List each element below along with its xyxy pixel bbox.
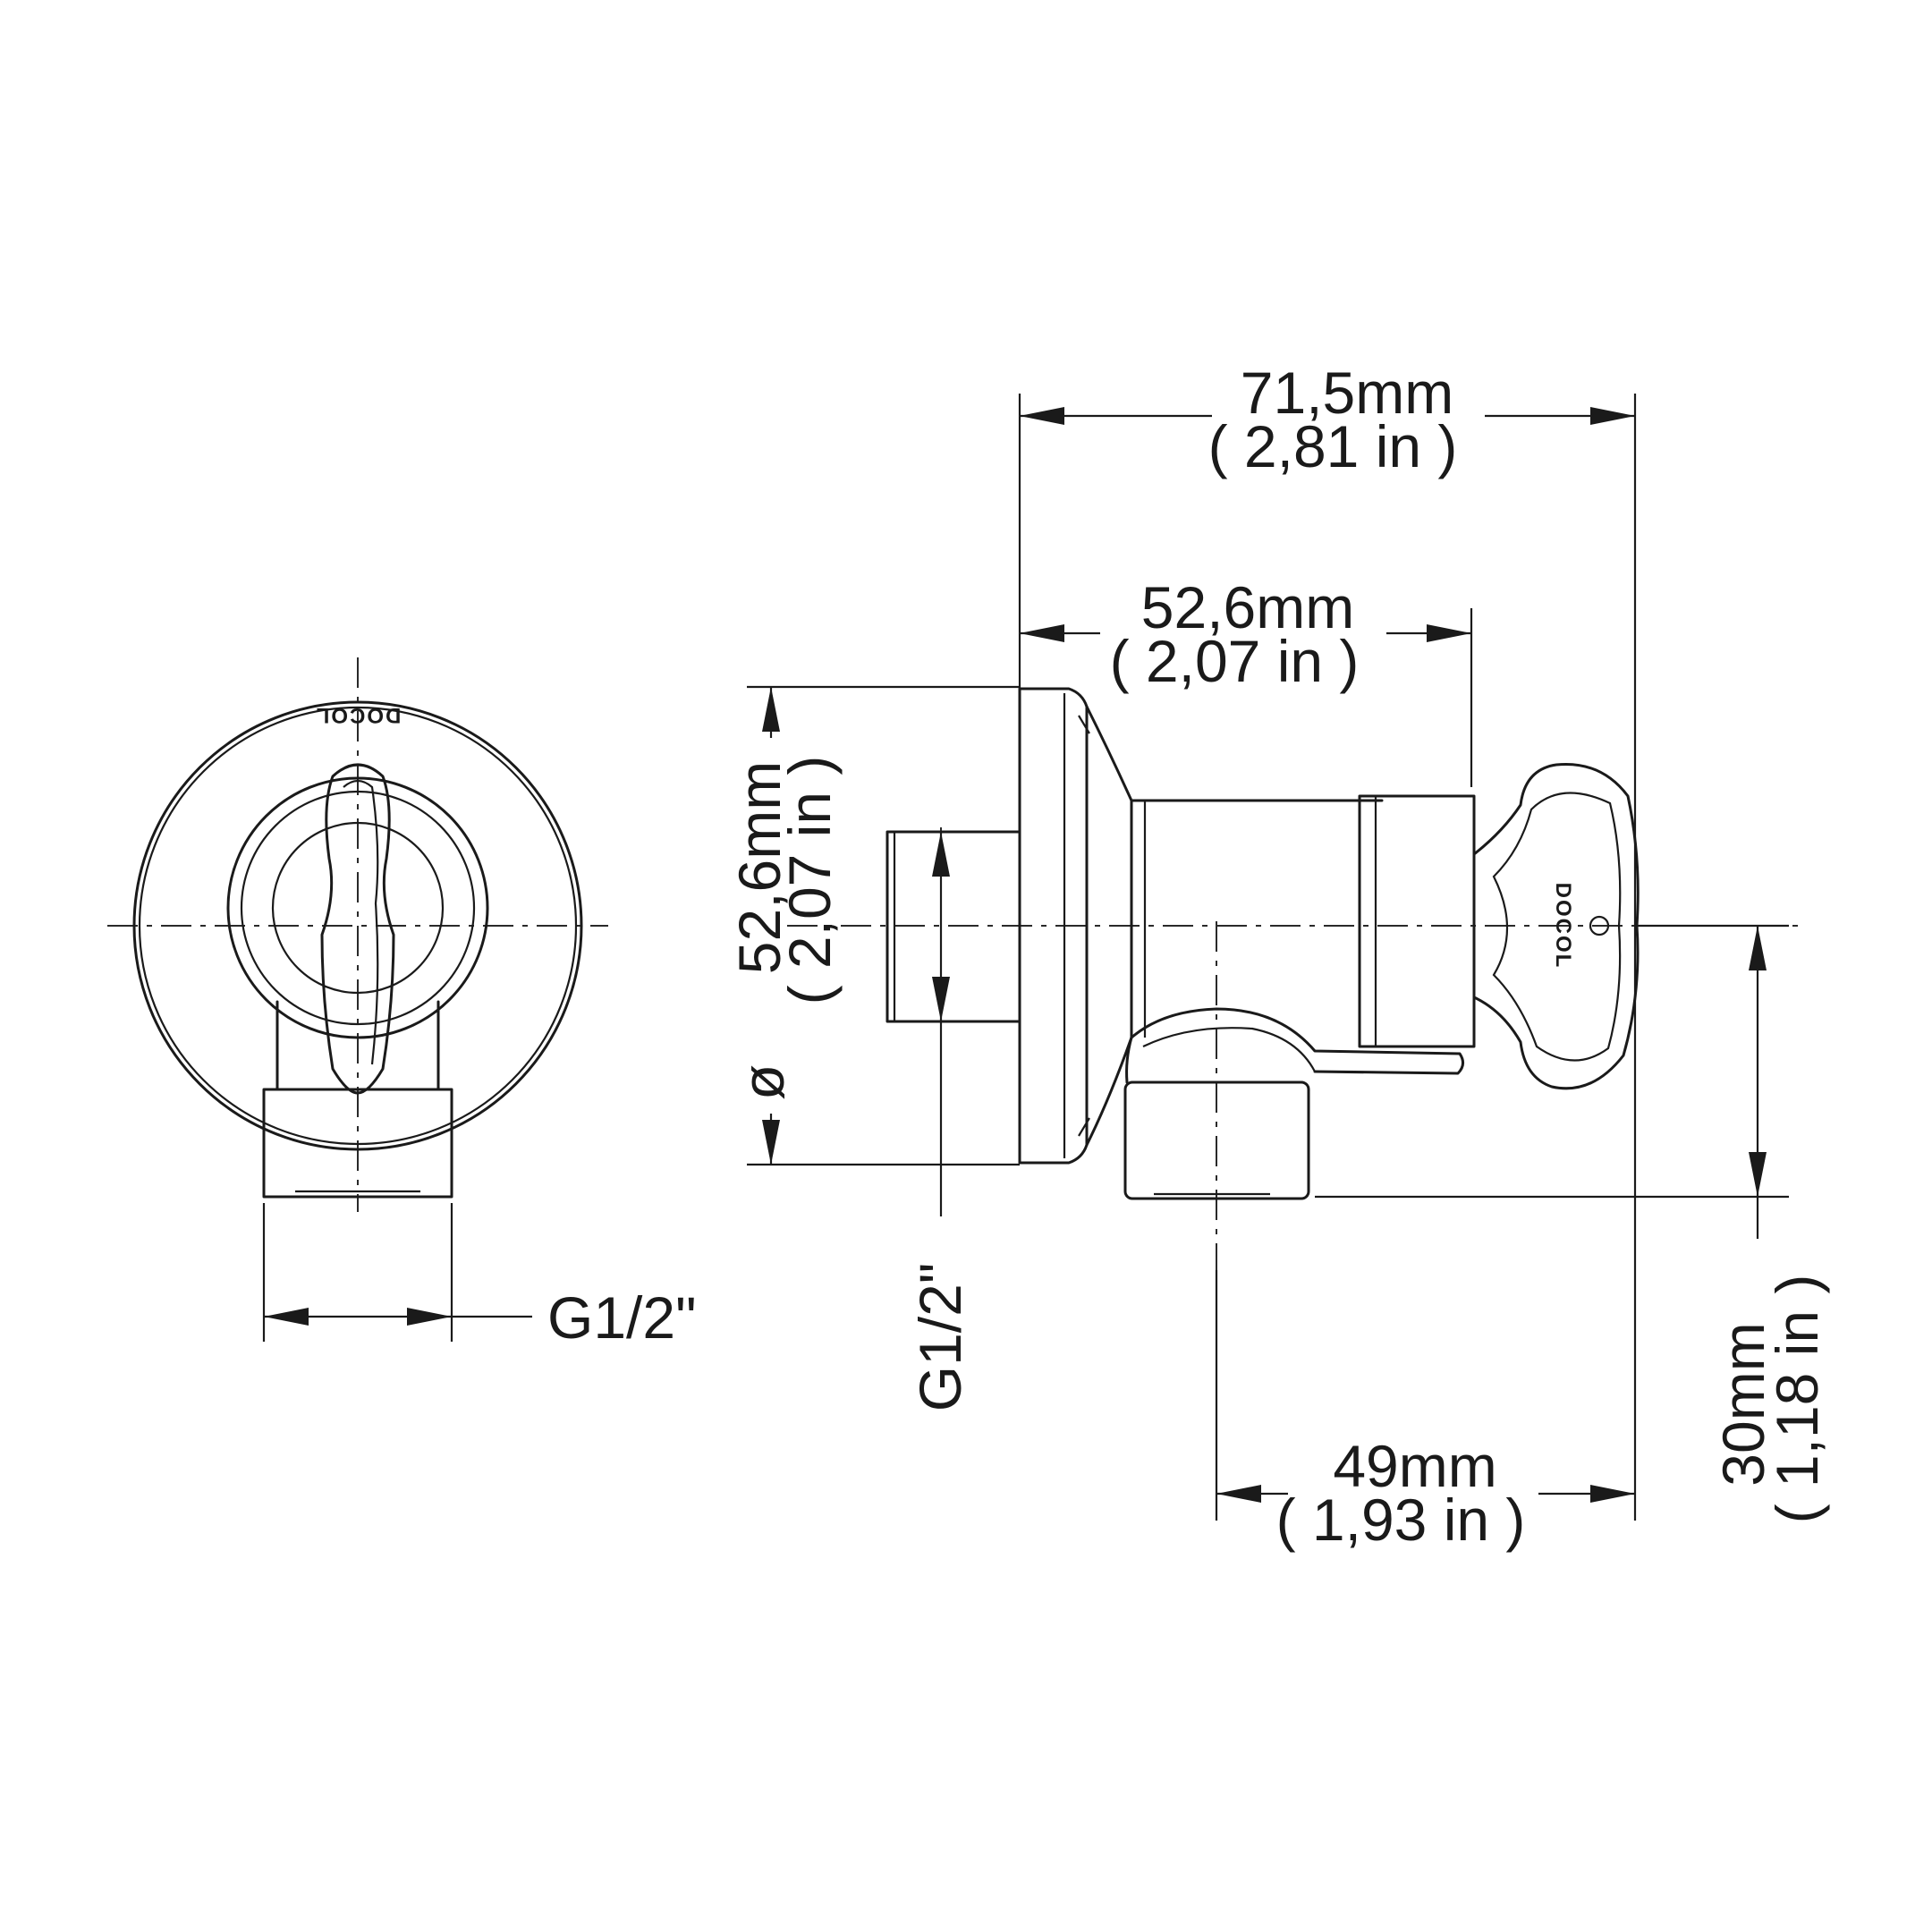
elbow-lower-curve bbox=[1125, 1036, 1133, 1084]
dim-dia-mm: 52,6mm bbox=[726, 761, 792, 974]
elbow-inner-curve bbox=[1142, 1027, 1316, 1072]
dim-30-arrow-top bbox=[1749, 926, 1767, 970]
side-key-inner-rim bbox=[1492, 792, 1622, 1062]
cylinder-collar bbox=[1358, 794, 1476, 1048]
dim-dia-arrow-top bbox=[762, 687, 780, 732]
key-hole bbox=[1589, 915, 1610, 936]
dim-dia-arrow-bottom bbox=[762, 1120, 780, 1165]
body-ring-middle bbox=[240, 790, 476, 1026]
front-key-handle bbox=[320, 763, 395, 1095]
front-view: DOCOL G1/2" bbox=[107, 657, 697, 1351]
taper-mark-top bbox=[1078, 715, 1090, 734]
dim-g12-side-arrow-top bbox=[932, 832, 950, 877]
dim-30-inch: ( 1,18 in ) bbox=[1764, 1275, 1830, 1524]
front-key-edge bbox=[343, 779, 379, 1065]
flange-outline bbox=[132, 700, 583, 1151]
dim-dia-symbol: ø bbox=[730, 1064, 796, 1100]
dim-30-mm: 30mm bbox=[1710, 1322, 1776, 1486]
side-brand-mark: DOCOL bbox=[1551, 883, 1575, 970]
dim-52-arrow-left bbox=[1020, 624, 1064, 642]
front-brand-mark: DOCOL bbox=[315, 703, 402, 727]
dim-71-inch: ( 2,81 in ) bbox=[1208, 413, 1458, 479]
dim-30-arrow-bottom bbox=[1749, 1152, 1767, 1197]
body-ring-outer bbox=[226, 776, 489, 1039]
body-ring-inner bbox=[271, 821, 445, 995]
dim-52-inch: ( 2,07 in ) bbox=[1110, 628, 1360, 694]
side-outlet-fitting bbox=[1123, 1080, 1310, 1200]
dim-g12-side-arrow-bottom bbox=[932, 977, 950, 1021]
dim-52-arrow-right bbox=[1427, 624, 1471, 642]
dim-dia-inch: ( 2,07 in ) bbox=[776, 756, 843, 1005]
taper-mark-bottom bbox=[1078, 1117, 1090, 1137]
front-outlet-fitting bbox=[262, 1088, 453, 1199]
dim-49-inch: ( 1,93 in ) bbox=[1276, 1487, 1526, 1553]
outlet-elbow bbox=[1130, 1007, 1464, 1075]
flange-inner-edge bbox=[138, 706, 578, 1146]
dim-52-mm: 52,6mm bbox=[1141, 574, 1354, 640]
dim-g12-side-label: G1/2" bbox=[907, 1263, 973, 1412]
side-view: DOCOL 71,5mm ( 2,81 in ) 52,6mm ( 2,07 i… bbox=[726, 360, 1830, 1553]
dim-71-arrow-left bbox=[1020, 407, 1064, 425]
dim-49-arrow-left bbox=[1216, 1485, 1261, 1503]
dim-71-arrow-right bbox=[1590, 407, 1635, 425]
g12-front-arrow-right bbox=[407, 1308, 452, 1326]
g12-front-label: G1/2" bbox=[547, 1284, 697, 1351]
dim-49-mm: 49mm bbox=[1333, 1433, 1496, 1499]
dim-71-mm: 71,5mm bbox=[1241, 360, 1453, 426]
g12-front-arrow-left bbox=[264, 1308, 309, 1326]
dim-49-arrow-right bbox=[1590, 1485, 1635, 1503]
